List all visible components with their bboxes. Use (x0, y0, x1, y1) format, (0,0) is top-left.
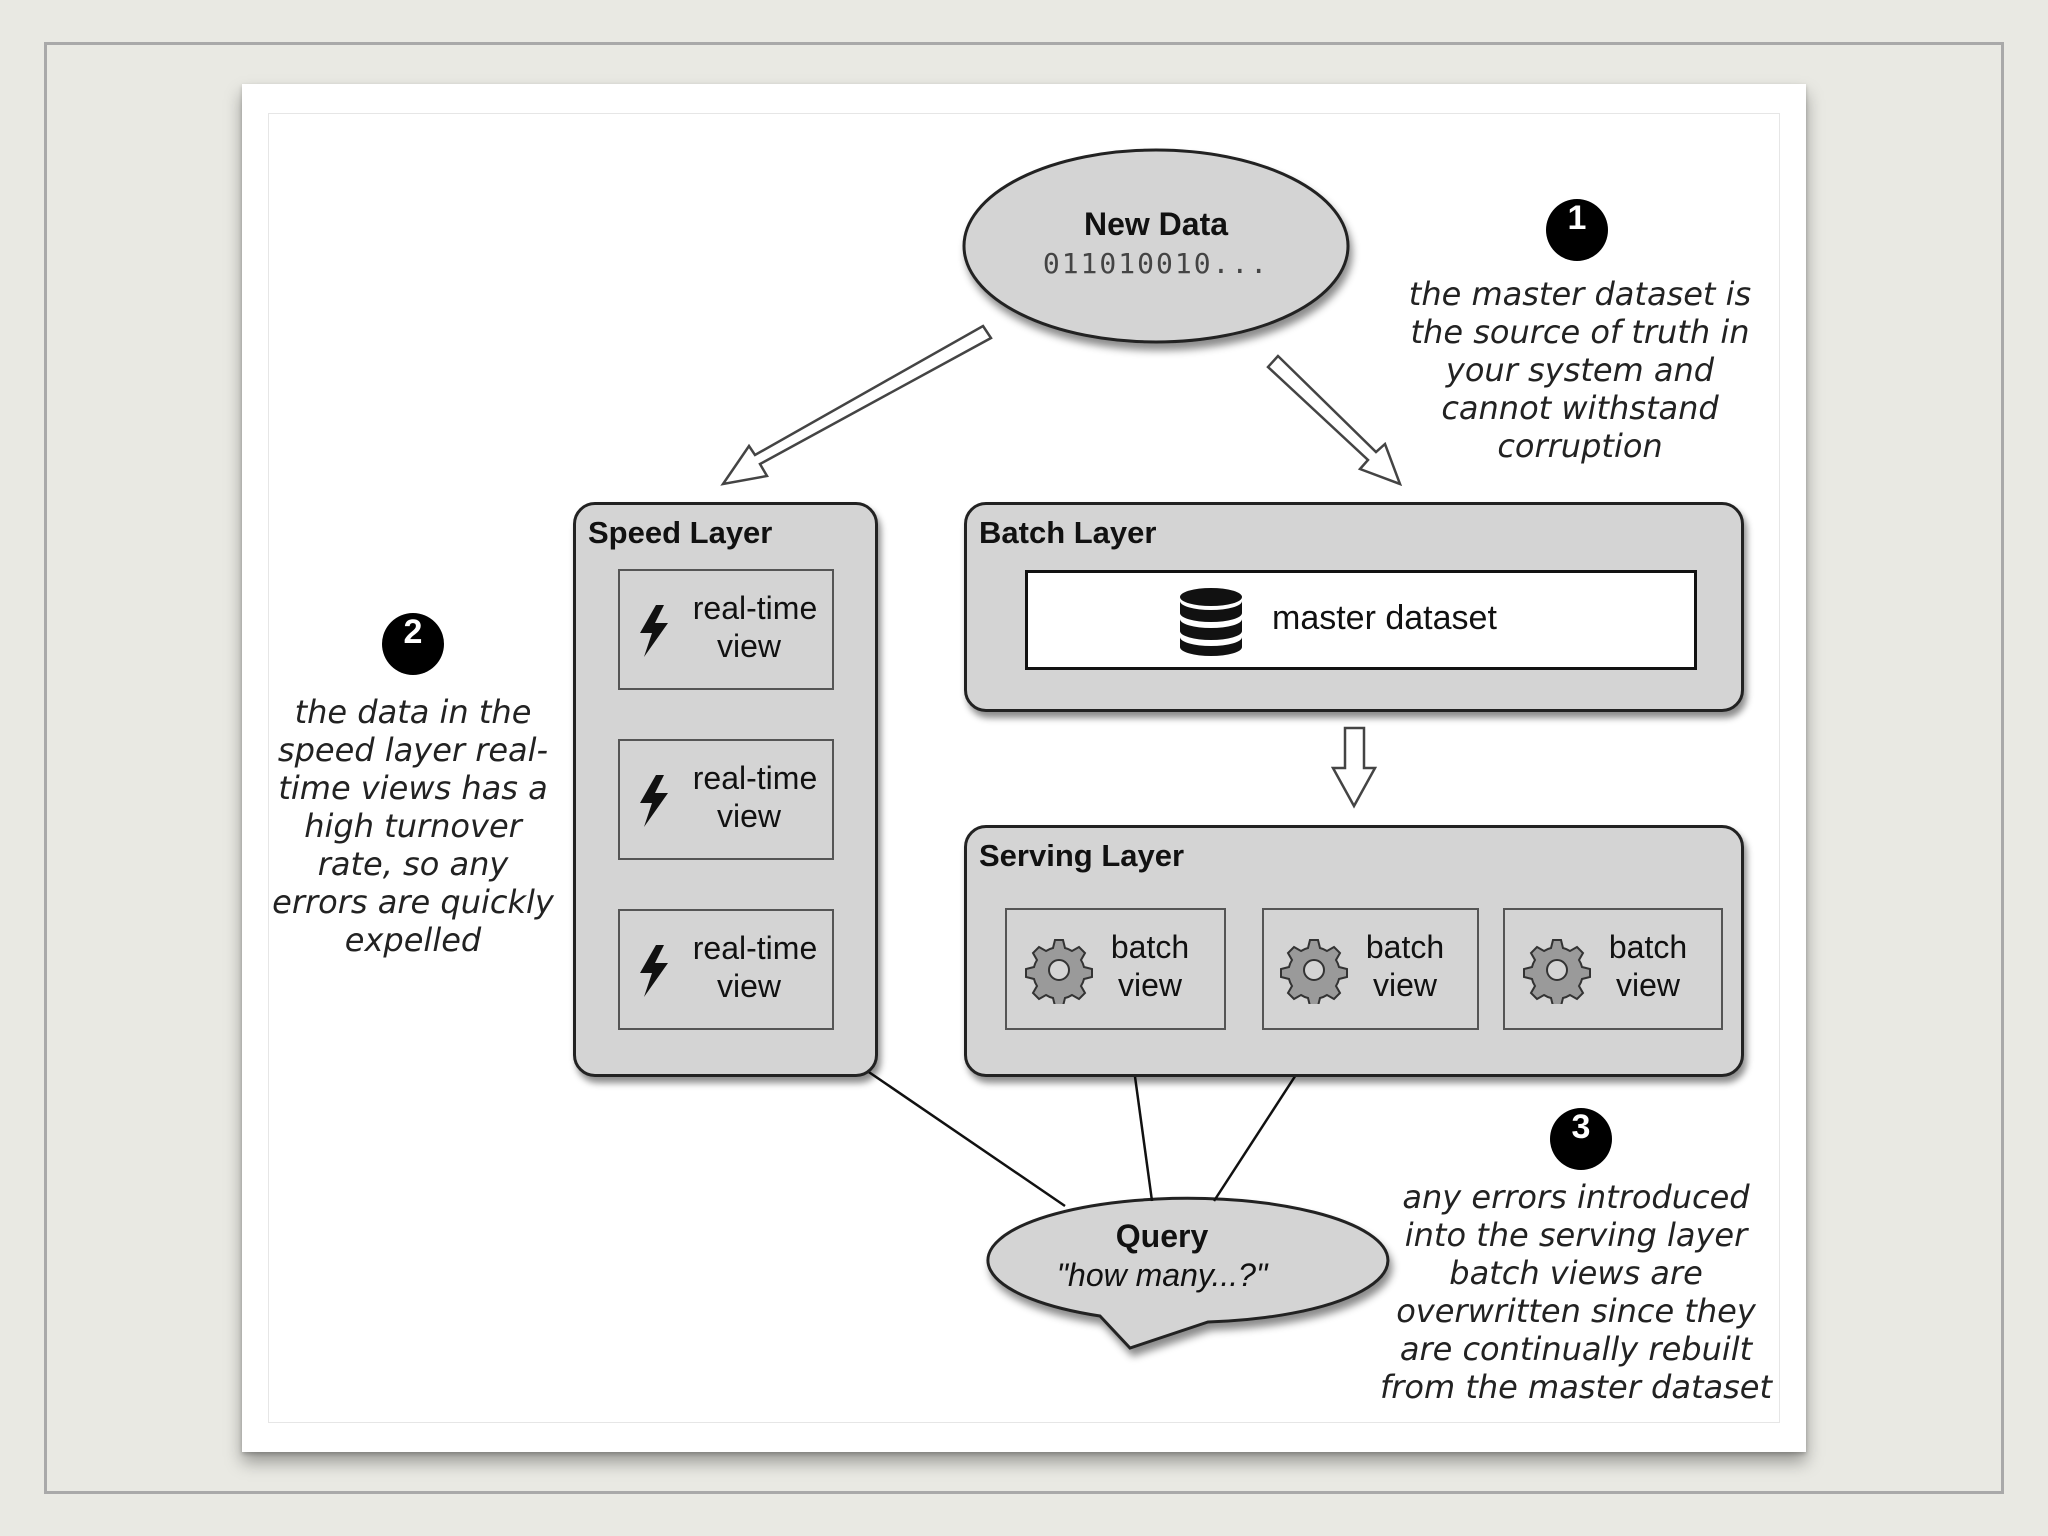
note-1-text: the master dataset is the source of trut… (1380, 275, 1780, 465)
batch-view-3: batch view (1503, 908, 1723, 1030)
realtime-view-label-line1: real-time (692, 760, 818, 796)
arrow-new-data-to-batch (1266, 354, 1403, 487)
batch-view-label-line2: view (1117, 967, 1182, 1003)
batch-view-label-line2: view (1372, 967, 1437, 1003)
realtime-view-label-line2: view (716, 798, 781, 834)
note-line: cannot withstand (1441, 389, 1719, 427)
note-line: the data in the (294, 693, 532, 731)
master-dataset-label: master dataset (1272, 599, 1497, 637)
note-2-text: the data in the speed layer real- time v… (263, 693, 563, 959)
lightning-icon (640, 945, 668, 997)
gear-icon (1523, 939, 1591, 1004)
new-data-label: New Data 011010010... (1006, 206, 1306, 280)
note-line: from the master dataset (1379, 1368, 1773, 1406)
query-line-batch-1 (1131, 1061, 1154, 1202)
note-line: overwritten since they (1396, 1292, 1756, 1330)
note-line: corruption (1497, 427, 1663, 465)
new-data-ellipse (962, 148, 1350, 344)
new-data-title: New Data (1083, 206, 1229, 242)
note-line: batch views are (1449, 1254, 1703, 1292)
realtime-view-1: real-time view (618, 569, 834, 690)
realtime-view-2: real-time view (618, 739, 834, 860)
master-dataset-box: master dataset (1025, 570, 1697, 670)
note-line: time views has a (278, 769, 548, 807)
batch-view-label-line1: batch (1608, 929, 1688, 965)
arrow-batch-to-serving (1330, 726, 1378, 809)
batch-view-label-line2: view (1615, 967, 1680, 1003)
query-label: Query "how many...?" (1012, 1218, 1312, 1294)
query-bubble (986, 1196, 1390, 1350)
query-line-realtime (837, 1049, 1066, 1208)
note-line: expelled (344, 921, 482, 959)
slide-frame (44, 42, 2004, 1494)
diagram-card-border (268, 113, 1780, 1423)
note-1-badge: 1 (1546, 199, 1608, 261)
batch-view-1: batch view (1005, 908, 1226, 1030)
note-line: the source of truth in (1410, 313, 1750, 351)
note-line: any errors introduced (1402, 1178, 1750, 1216)
serving-layer-title: Serving Layer (979, 838, 1185, 873)
realtime-view-label-line1: real-time (692, 930, 818, 966)
lightning-icon (640, 605, 668, 657)
batch-layer-title: Batch Layer (979, 515, 1157, 550)
note-line: are continually rebuilt (1399, 1330, 1753, 1368)
gear-icon (1280, 939, 1348, 1004)
note-line: the master dataset is (1408, 275, 1752, 313)
batch-view-label-line1: batch (1110, 929, 1190, 965)
batch-view-2: batch view (1262, 908, 1479, 1030)
realtime-view-label-line2: view (716, 628, 781, 664)
new-data-bits: 011010010... (1042, 247, 1270, 280)
note-line: into the serving layer (1404, 1216, 1748, 1254)
speed-layer-title: Speed Layer (588, 515, 773, 550)
realtime-view-3: real-time view (618, 909, 834, 1030)
query-line-batch-2 (1212, 1063, 1305, 1202)
note-2-badge: 2 (382, 613, 444, 675)
arrow-new-data-to-speed (720, 324, 993, 486)
note-line: errors are quickly (272, 883, 554, 921)
note-3-text: any errors introduced into the serving l… (1376, 1178, 1776, 1406)
note-line: rate, so any (317, 845, 509, 883)
batch-view-label-line1: batch (1365, 929, 1445, 965)
database-icon (1180, 588, 1242, 656)
query-title: Query (1115, 1218, 1209, 1254)
realtime-view-label-line1: real-time (692, 590, 818, 626)
note-line: speed layer real- (277, 731, 549, 769)
note-3-badge: 3 (1550, 1108, 1612, 1170)
note-line: high turnover (304, 807, 522, 845)
realtime-view-label-line2: view (716, 968, 781, 1004)
note-line: your system and (1445, 351, 1715, 389)
lightning-icon (640, 775, 668, 827)
gear-icon (1025, 939, 1093, 1004)
query-text: "how many...?" (1056, 1257, 1268, 1293)
